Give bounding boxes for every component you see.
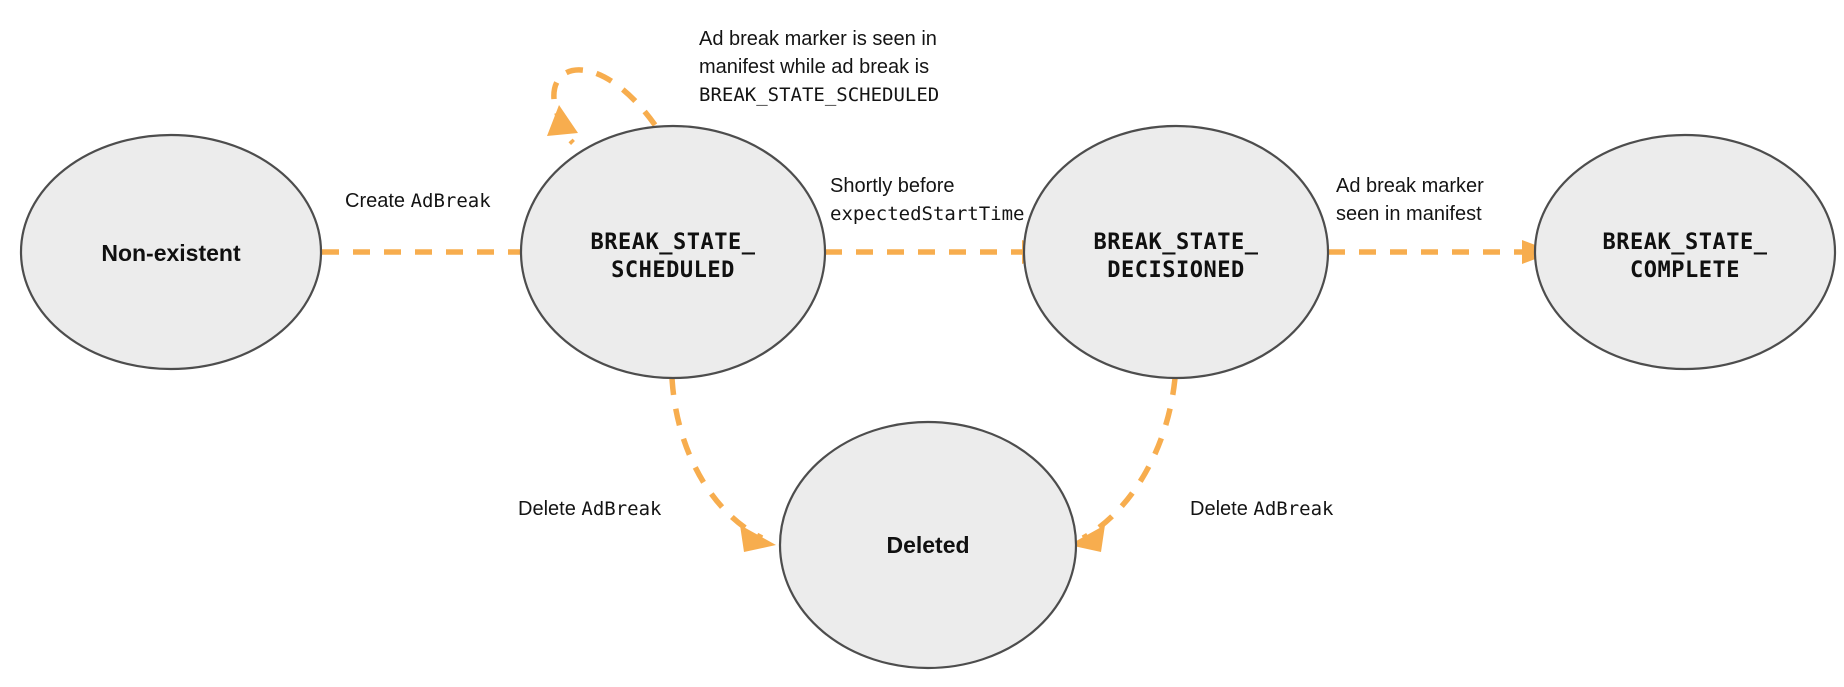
edge-label-self-loop-line2: manifest while ad break is <box>699 56 929 78</box>
node-break-state-scheduled-label-line2: SCHEDULED <box>611 258 735 283</box>
edge-label-self-loop: Ad break marker is seen in manifest whil… <box>699 28 939 106</box>
edge-self-loop-path <box>551 67 658 145</box>
edge-label-delete-from-decisioned: Delete AdBreak <box>1190 498 1334 520</box>
edge-delete-from-scheduled-arrowhead <box>740 525 776 552</box>
node-non-existent[interactable]: Non-existent <box>19 133 323 371</box>
edge-create-adbreak <box>322 240 553 264</box>
edge-delete-from-scheduled-path <box>669 377 764 541</box>
node-deleted-label: Deleted <box>886 532 969 558</box>
node-break-state-scheduled-shape[interactable] <box>519 124 827 380</box>
edge-label-shortly-before-line2: expectedStartTime <box>830 203 1024 225</box>
edge-self-loop-marker-seen <box>547 67 658 145</box>
edge-label-create-adbreak-seg-0: Create <box>345 190 411 212</box>
edge-label-self-loop-line1: Ad break marker is seen in <box>699 28 937 50</box>
node-break-state-decisioned-label-line2: DECISIONED <box>1107 258 1244 283</box>
edge-label-delete-right-seg-0: Delete <box>1190 498 1253 520</box>
edge-delete-from-decisioned-path <box>1081 377 1178 541</box>
edge-label-delete-from-scheduled: Delete AdBreak <box>518 498 662 520</box>
edge-label-create-adbreak-text: Create AdBreak <box>345 190 491 212</box>
node-break-state-scheduled[interactable]: BREAK_STATE_ SCHEDULED <box>519 124 827 380</box>
node-break-state-decisioned-shape[interactable] <box>1022 124 1330 380</box>
edge-label-delete-right-seg-1: AdBreak <box>1253 498 1334 520</box>
node-deleted-shape[interactable] <box>778 420 1078 670</box>
edge-label-shortly-before: Shortly before expectedStartTime <box>830 175 1024 225</box>
edge-delete-from-scheduled <box>669 377 776 552</box>
edge-delete-from-decisioned <box>1069 377 1178 552</box>
edge-label-create-adbreak: Create AdBreak <box>345 190 491 212</box>
node-non-existent-shape[interactable] <box>19 133 323 371</box>
node-break-state-decisioned[interactable]: BREAK_STATE_ DECISIONED <box>1022 124 1330 380</box>
edge-label-delete-from-scheduled-text: Delete AdBreak <box>518 498 662 520</box>
node-non-existent-label: Non-existent <box>101 240 241 266</box>
edge-self-loop-arrowhead <box>547 105 578 136</box>
edge-label-delete-left-seg-0: Delete <box>518 498 581 520</box>
node-break-state-decisioned-label-line1: BREAK_STATE_ <box>1094 230 1259 255</box>
edge-label-marker-seen-line2: seen in manifest <box>1336 203 1482 225</box>
node-break-state-complete-label-line2: COMPLETE <box>1630 258 1740 283</box>
edge-shortly-before <box>825 240 1054 264</box>
edge-label-shortly-before-line1: Shortly before <box>830 175 955 197</box>
node-break-state-complete-shape[interactable] <box>1533 133 1837 371</box>
edge-label-self-loop-line3: BREAK_STATE_SCHEDULED <box>699 84 939 106</box>
edge-label-create-adbreak-seg-1: AdBreak <box>411 190 492 212</box>
edge-label-marker-seen: Ad break marker seen in manifest <box>1336 175 1484 225</box>
edge-marker-seen-in-manifest <box>1328 240 1554 264</box>
node-break-state-complete-label-line1: BREAK_STATE_ <box>1603 230 1768 255</box>
edge-delete-from-decisioned-arrowhead <box>1069 525 1105 552</box>
edge-label-delete-left-seg-1: AdBreak <box>581 498 662 520</box>
node-break-state-complete[interactable]: BREAK_STATE_ COMPLETE <box>1533 133 1837 371</box>
node-break-state-scheduled-label-line1: BREAK_STATE_ <box>591 230 756 255</box>
edge-label-delete-from-decisioned-text: Delete AdBreak <box>1190 498 1334 520</box>
node-deleted[interactable]: Deleted <box>778 420 1078 670</box>
edge-label-marker-seen-line1: Ad break marker <box>1336 175 1484 197</box>
